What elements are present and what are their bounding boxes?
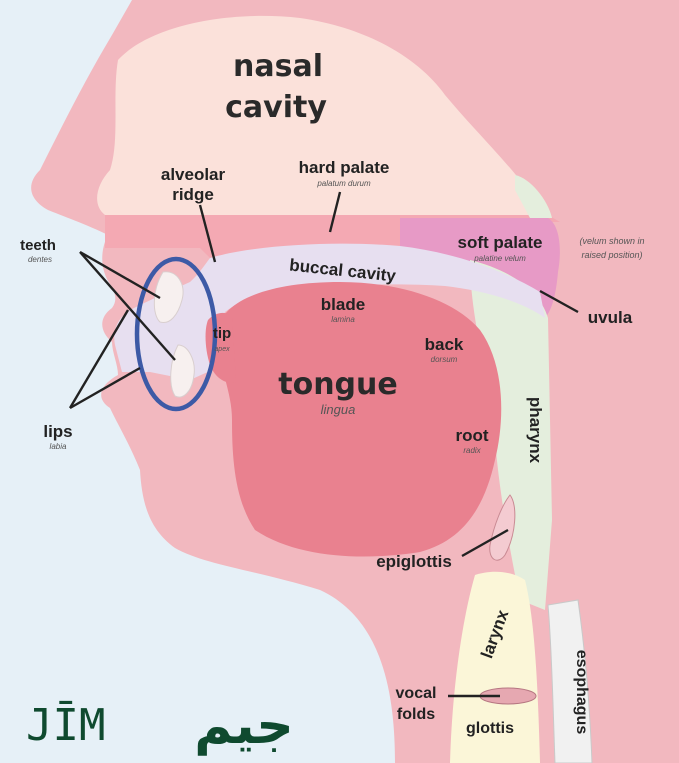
pharynx-region xyxy=(470,260,552,610)
epiglottis-label: epiglottis xyxy=(376,552,452,571)
soft-palate-label: soft palate xyxy=(457,233,542,252)
tongue-label: tongue xyxy=(278,367,398,402)
lips-latin: labia xyxy=(50,442,67,451)
lower-teeth xyxy=(170,344,195,398)
tongue-latin: lingua xyxy=(321,402,356,417)
pharynx-label: pharynx xyxy=(526,397,545,464)
pharynx-upper xyxy=(515,175,552,218)
tongue-region xyxy=(211,282,502,557)
vocal-folds-label-line2: folds xyxy=(397,706,435,723)
hard-palate-latin: palatum durum xyxy=(316,179,371,188)
epiglottis-shape xyxy=(489,494,516,561)
root-latin: radix xyxy=(463,446,481,455)
buccal-cavity-region xyxy=(114,243,545,380)
upper-teeth xyxy=(153,271,184,324)
root-label: root xyxy=(455,426,488,445)
tip-label: tip xyxy=(213,325,231,342)
nasal-label-line2: cavity xyxy=(225,90,327,125)
blade-latin: lamina xyxy=(331,315,355,324)
tip-latin: apex xyxy=(214,346,230,353)
alveolar-label-line1: alveolar xyxy=(161,165,226,184)
watermark-arabic: جيم xyxy=(194,696,293,756)
teeth-highlight-oval xyxy=(134,256,218,412)
esophagus-region xyxy=(547,599,593,763)
back-label: back xyxy=(425,335,464,354)
hard-palate-region xyxy=(105,215,560,258)
blade-label: blade xyxy=(321,295,365,314)
glottis-label: glottis xyxy=(466,720,514,737)
nasal-cavity-region xyxy=(97,15,549,215)
esophagus-label: esophagus xyxy=(573,650,590,735)
teeth-latin: dentes xyxy=(28,255,52,264)
larynx-region xyxy=(450,571,540,763)
teeth-label: teeth xyxy=(20,237,56,254)
soft-palate-latin: palatine velum xyxy=(473,254,526,263)
vocal-folds-label-line1: vocal xyxy=(396,685,437,702)
hard-palate-label: hard palate xyxy=(299,158,390,177)
watermark-latin: JĪM xyxy=(26,700,105,751)
pointer-lines xyxy=(68,191,579,698)
uvula-label: uvula xyxy=(588,308,633,327)
lips-label: lips xyxy=(43,422,72,441)
nasal-label-line1: nasal xyxy=(233,49,323,84)
velum-note-line1: (velum shown in xyxy=(579,236,644,246)
back-latin: dorsum xyxy=(431,355,458,364)
alveolar-label-line2: ridge xyxy=(172,185,214,204)
velum-note-line2: raised position) xyxy=(581,250,642,260)
